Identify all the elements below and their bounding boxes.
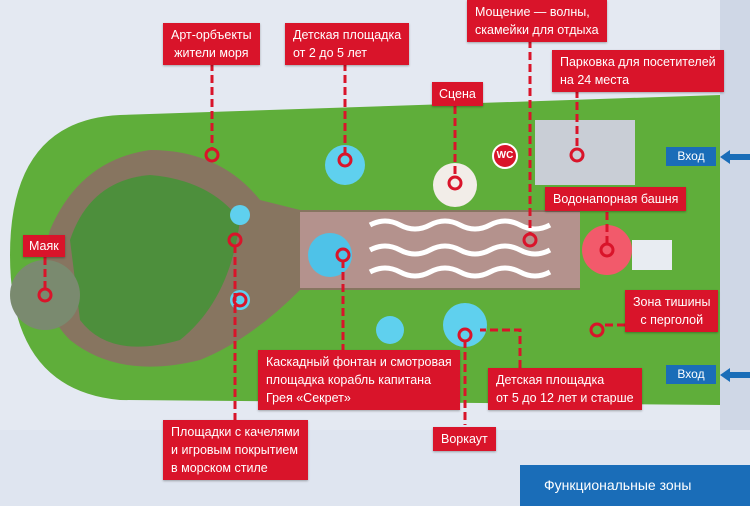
label-text: Зона тишины с перголой: [633, 295, 711, 327]
label-paving: Мощение — волны, скамейки для отдыха: [467, 0, 607, 42]
entrance-label-bottom: Вход: [666, 365, 716, 384]
label-kids-2-5: Детская площадка от 2 до 5 лет: [285, 23, 410, 65]
label-text: Детская площадка от 2 до 5 лет: [293, 28, 402, 60]
label-fountain: Каскадный фонтан и смотровая площадка ко…: [258, 350, 460, 410]
label-stage: Сцена: [432, 82, 483, 106]
label-water-tower: Водонапорная башня: [545, 187, 687, 211]
parking-lot: [535, 120, 635, 185]
label-text: Каскадный фонтан и смотровая площадка ко…: [266, 355, 452, 405]
entrance-label-top: Вход: [666, 147, 716, 166]
label-lighthouse: Маяк: [23, 235, 65, 257]
label-swings: Площадки с качелями и игровым покрытием …: [163, 420, 308, 480]
label-art-objects: Арт-орбъекты жители моря: [163, 23, 260, 65]
label-text: Арт-орбъекты жители моря: [171, 28, 252, 60]
wc-icon: WC: [492, 143, 518, 169]
arrow-left-icon: [720, 368, 750, 382]
arrow-left-icon: [720, 150, 750, 164]
label-quiet-zone: Зона тишины с перголой: [625, 290, 719, 332]
label-kids-5-12: Детская площадка от 5 до 12 лет и старше: [488, 368, 642, 410]
label-parking: Парковка для посетителей на 24 места: [552, 50, 724, 92]
label-text: Детская площадка от 5 до 12 лет и старше: [496, 373, 634, 405]
functional-zones-title: Функциональные зоны: [520, 465, 750, 506]
label-workout: Воркаут: [433, 427, 496, 451]
water-tower: [582, 225, 632, 275]
lighthouse-area: [10, 260, 80, 330]
label-text: Парковка для посетителей на 24 места: [560, 55, 716, 87]
label-text: Мощение — волны, скамейки для отдыха: [475, 5, 599, 37]
label-text: Площадки с качелями и игровым покрытием …: [171, 425, 300, 475]
